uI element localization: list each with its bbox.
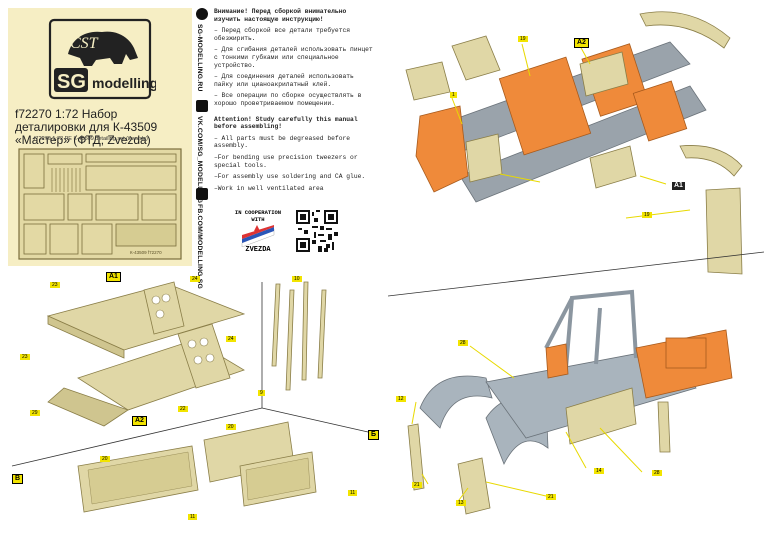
callout-9: 9 <box>258 390 265 396</box>
logo-script-text: CST <box>70 35 99 52</box>
photo-etch-fret-image: К-43509 f72270 <box>18 148 182 260</box>
tag-a2-left: A2 <box>132 416 147 426</box>
callout-23: 23 <box>50 282 60 288</box>
tag-a1-left: A1 <box>106 272 121 282</box>
en-step-4: –Work in well ventilated area <box>214 184 324 192</box>
cooperation-block: IN COOPERATION WITH ZVEZDA <box>228 209 288 254</box>
callout-21-b: 21 <box>546 494 556 500</box>
callout-11-b: 11 <box>348 490 358 496</box>
callout-24-a: 24 <box>190 276 200 282</box>
sg-modelling-logo: CST SG modelling <box>48 18 156 100</box>
fret-code-text: К-43509 f72270 <box>130 250 162 255</box>
callout-20-a: 20 <box>100 456 110 462</box>
ru-step-1: – Перед сборкой все детали требуется обе… <box>214 27 351 42</box>
callout-28-b: 28 <box>652 470 662 476</box>
callout-19-bottom: 19 <box>642 212 652 218</box>
tag-a2-top: A2 <box>574 38 589 48</box>
ru-step-3: – Для соединения деталей использовать па… <box>214 73 354 88</box>
chassis-assembly-diagram <box>405 11 743 275</box>
callout-19-top: 19 <box>518 36 528 42</box>
callout-29: 29 <box>30 410 40 416</box>
callout-23-b: 23 <box>20 354 30 360</box>
tag-b-left: B <box>12 474 24 484</box>
facebook-link[interactable]: FB.COM/MODELLING.SG <box>196 204 203 289</box>
pe-subassembly-diagram <box>11 281 369 513</box>
zvezda-flag-icon <box>241 225 275 247</box>
callout-24-b: 24 <box>226 336 236 342</box>
pe-part-1 <box>405 61 451 101</box>
callout-20-b: 20 <box>226 424 236 430</box>
en-step-1: – All parts must be degreased before ass… <box>214 134 351 150</box>
en-heading: Attention! Study carefully this manual b… <box>214 115 358 131</box>
en-step-2: –For bending use precision tweezers or s… <box>214 153 358 169</box>
callout-11-a: 11 <box>188 514 198 520</box>
vk-icon <box>196 100 208 112</box>
callout-14: 14 <box>594 468 604 474</box>
cooperation-text: IN COOPERATION WITH <box>234 209 282 223</box>
product-title-ru: f72270 1:72 Набор деталировки для К-4350… <box>15 107 158 147</box>
ru-step-4: – Все операции по сборке осуществлять в … <box>214 92 362 107</box>
globe-icon <box>196 8 208 20</box>
callout-22: 22 <box>178 406 188 412</box>
vk-link[interactable]: VK.COM/SG_MODELLING <box>196 116 203 204</box>
cover-panel: CST SG modelling f72270 1:72 Набор детал… <box>8 8 192 266</box>
ru-heading: Внимание! Перед сборкой внимательно изуч… <box>214 8 347 23</box>
callout-10: 10 <box>292 276 302 282</box>
facebook-icon <box>196 188 208 200</box>
section-divider <box>388 251 765 297</box>
zvezda-brand: ZVEZDA <box>245 246 271 254</box>
callout-13: 13 <box>456 500 466 506</box>
callout-1: 1 <box>450 92 457 98</box>
callout-12: 12 <box>396 396 406 402</box>
qr-code[interactable] <box>296 210 338 252</box>
logo-word: modelling <box>92 75 156 91</box>
ru-step-2: – Для сгибания деталей использовать пинц… <box>214 46 373 69</box>
callout-21-a: 21 <box>412 482 422 488</box>
logo-initials: SG <box>57 71 86 93</box>
tag-b-cyrillic: Б <box>368 430 380 440</box>
callout-28-a: 28 <box>458 340 468 346</box>
site-link[interactable]: SG-MODELLING.RU <box>196 24 203 92</box>
product-title-en: f72270 1:72 PE К-43509 detailing set (Zv… <box>34 136 148 142</box>
instructions-text: Внимание! Перед сборкой внимательно изуч… <box>214 8 376 196</box>
body-assembly-diagram <box>407 289 733 515</box>
tag-a1-top: A1 <box>672 182 685 190</box>
en-step-3: –For assembly use soldering and CA glue. <box>214 173 366 181</box>
social-links-strip: SG-MODELLING.RU VK.COM/SG_MODELLING FB.C… <box>196 8 210 289</box>
